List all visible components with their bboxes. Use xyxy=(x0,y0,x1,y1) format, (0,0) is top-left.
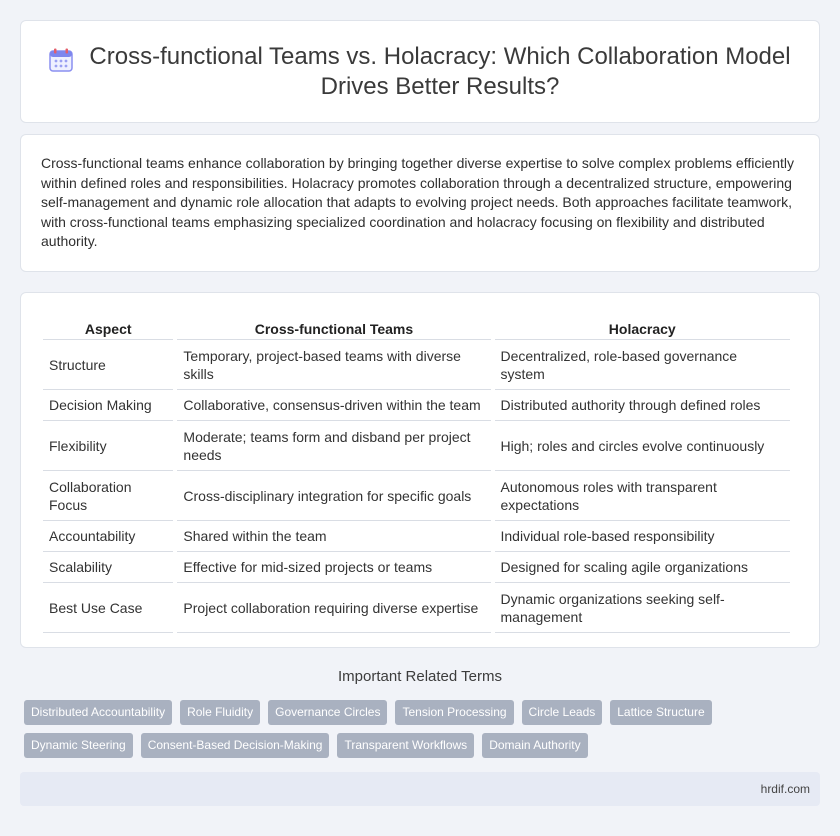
related-tag[interactable]: Tension Processing xyxy=(395,700,514,725)
title-card: Cross-functional Teams vs. Holacracy: Wh… xyxy=(20,20,820,123)
table-row: Decision Making Collaborative, consensus… xyxy=(43,390,790,421)
row-cross-functional: Cross-disciplinary integration for speci… xyxy=(177,471,491,521)
table-row: Structure Temporary, project-based teams… xyxy=(43,340,790,390)
row-cross-functional: Collaborative, consensus-driven within t… xyxy=(177,390,491,421)
related-tag[interactable]: Domain Authority xyxy=(482,733,588,758)
comparison-table: Aspect Cross-functional Teams Holacracy … xyxy=(39,313,794,633)
row-holacracy: Designed for scaling agile organizations xyxy=(494,552,790,583)
table-header-row: Aspect Cross-functional Teams Holacracy xyxy=(43,313,790,340)
row-cross-functional: Effective for mid-sized projects or team… xyxy=(177,552,491,583)
page-title: Cross-functional Teams vs. Holacracy: Wh… xyxy=(89,42,791,100)
related-terms-tags: Distributed Accountability Role Fluidity… xyxy=(24,700,824,758)
row-aspect: Best Use Case xyxy=(43,583,174,633)
calendar-icon xyxy=(49,48,73,72)
related-tag[interactable]: Lattice Structure xyxy=(610,700,712,725)
table-row: Accountability Shared within the team In… xyxy=(43,521,790,552)
header-aspect: Aspect xyxy=(43,313,174,340)
related-tag[interactable]: Dynamic Steering xyxy=(24,733,133,758)
related-tag[interactable]: Transparent Workflows xyxy=(337,733,475,758)
footer: hrdif.com xyxy=(20,772,820,806)
row-aspect: Accountability xyxy=(43,521,174,552)
row-aspect: Decision Making xyxy=(43,390,174,421)
related-terms-title: Important Related Terms xyxy=(338,668,502,685)
footer-site-link[interactable]: hrdif.com xyxy=(760,782,810,796)
row-aspect: Flexibility xyxy=(43,421,174,471)
row-aspect: Structure xyxy=(43,340,174,390)
row-cross-functional: Project collaboration requiring diverse … xyxy=(177,583,491,633)
row-holacracy: Dynamic organizations seeking self-manag… xyxy=(494,583,790,633)
row-holacracy: Decentralized, role-based governance sys… xyxy=(494,340,790,390)
row-holacracy: Distributed authority through defined ro… xyxy=(494,390,790,421)
row-holacracy: Autonomous roles with transparent expect… xyxy=(494,471,790,521)
related-tag[interactable]: Circle Leads xyxy=(521,700,603,725)
row-cross-functional: Temporary, project-based teams with dive… xyxy=(177,340,491,390)
intro-paragraph: Cross-functional teams enhance collabora… xyxy=(41,155,795,250)
row-aspect: Scalability xyxy=(43,552,174,583)
related-tag[interactable]: Governance Circles xyxy=(268,700,388,725)
table-row: Best Use Case Project collaboration requ… xyxy=(43,583,790,633)
row-cross-functional: Shared within the team xyxy=(177,521,491,552)
table-row: Scalability Effective for mid-sized proj… xyxy=(43,552,790,583)
row-holacracy: Individual role-based responsibility xyxy=(494,521,790,552)
comparison-card: Aspect Cross-functional Teams Holacracy … xyxy=(20,292,820,648)
row-aspect: Collaboration Focus xyxy=(43,471,174,521)
related-tag[interactable]: Role Fluidity xyxy=(180,700,261,725)
related-tag[interactable]: Consent-Based Decision-Making xyxy=(140,733,330,758)
related-tag[interactable]: Distributed Accountability xyxy=(24,700,173,725)
table-row: Flexibility Moderate; teams form and dis… xyxy=(43,421,790,471)
row-cross-functional: Moderate; teams form and disband per pro… xyxy=(177,421,491,471)
intro-card: Cross-functional teams enhance collabora… xyxy=(20,134,820,272)
header-cross-functional: Cross-functional Teams xyxy=(177,313,491,340)
row-holacracy: High; roles and circles evolve continuou… xyxy=(494,421,790,471)
table-row: Collaboration Focus Cross-disciplinary i… xyxy=(43,471,790,521)
header-holacracy: Holacracy xyxy=(494,313,790,340)
